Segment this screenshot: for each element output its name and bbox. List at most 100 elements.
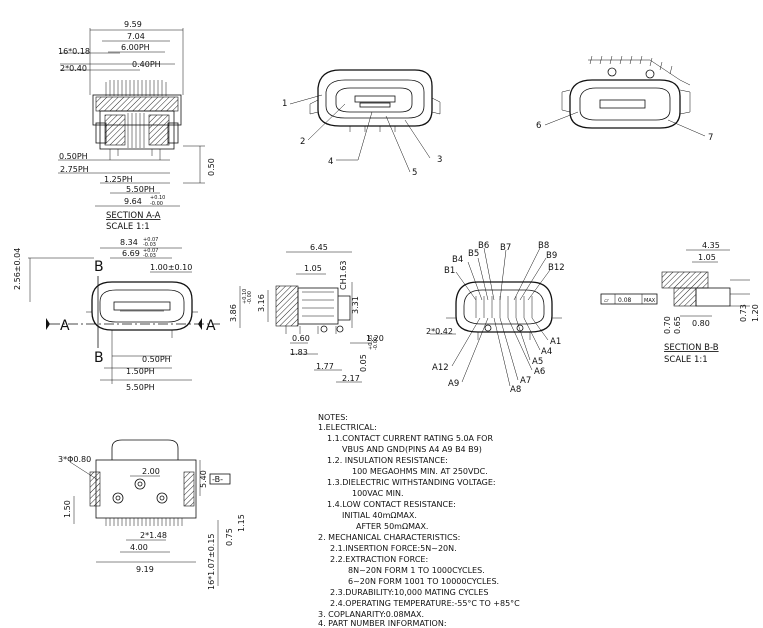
dim-1-77: 1.77 [316,362,334,371]
pin-a4: A4 [541,347,552,357]
dim-0-50: 0.50 [207,158,216,176]
callout-6: 6 [536,121,541,131]
side-view: 6.45 1.05 CH1.63 3.86 +0.10 -0.00 3.16 3… [229,243,384,383]
contact-pins [105,80,167,96]
notes-title: NOTES: [318,413,348,422]
dim-0-60: 0.60 [292,334,310,343]
callout-7: 7 [708,133,713,143]
dim-ch1-63: CH1.63 [339,261,348,290]
note-line: 2.1.INSERTION FORCE:5N~20N. [330,544,457,553]
callout-3: 3 [437,155,442,165]
iso-view-2: 6 7 [536,55,713,143]
dim-0-40ph: 0.40PH [132,60,161,69]
note-line: 100 MEGAOHMS MIN. AT 250VDC. [352,467,488,476]
dim-2-75ph: 2.75PH [60,165,89,174]
pin-a9: A9 [448,379,459,389]
pin-b5: B5 [468,249,479,259]
pin-b1: B1 [444,266,455,276]
section-b-b-scale: SCALE 1:1 [664,355,708,365]
section-mark-b-top: B [94,259,104,275]
dim-2-00: 2.00 [142,467,160,476]
note-line: 1.2. INSULATION RESISTANCE: [327,456,448,465]
section-mark-a-right: A [206,318,216,334]
note-line: 1.4.LOW CONTACT RESISTANCE: [327,500,456,509]
note-line: 100VAC MIN. [352,489,403,498]
dim-3-16: 3.16 [257,294,266,312]
dim-1-50: 1.50 [63,500,72,518]
section-mark-b-bottom: B [94,350,104,366]
note-line: 1.ELECTRICAL: [318,423,377,432]
note-line: 2.2.EXTRACTION FORCE: [330,555,428,564]
tol-0-05-minus: -0.00 [373,337,379,350]
tol-6-69-plus: +0.07 [143,248,158,254]
dim-1-05-b: 1.05 [698,253,716,262]
dim-6-45: 6.45 [310,243,328,252]
note-line: 8N~20N FORM 1 TO 1000CYCLES. [348,566,485,575]
dim-0-73: 0.73 [739,304,748,322]
note-line: 1.3.DIELECTRIC WITHSTANDING VOLTAGE: [327,478,496,487]
pin-b4: B4 [452,255,463,265]
dim-2-56: 2.56±0.04 [13,248,22,290]
dim-4-00: 4.00 [130,543,148,552]
dim-2x1-48: 2*1.48 [140,531,167,540]
dim-4-35: 4.35 [702,241,720,250]
pin-a5: A5 [532,357,543,367]
pin-a7: A7 [520,376,531,386]
callout-5: 5 [412,168,417,178]
dim-0-75: 0.75 [225,528,234,546]
dim-7-04: 7.04 [127,32,145,41]
tol-0-05-plus: +0.05 [368,335,374,350]
dim-1-50ph: 1.50PH [126,367,155,376]
pin-b8: B8 [538,241,549,251]
dim-1-83: 1.83 [290,348,308,357]
dim-0-65: 0.65 [673,316,682,334]
section-a-a-scale: SCALE 1:1 [106,222,150,232]
iso-view-1: 1 2 3 4 5 [282,69,442,178]
dim-6-00ph: 6.00PH [121,43,150,52]
top-left-view: 9.59 7.04 16*0.18 6.00PH 2*0.40 0.40PH 0… [58,20,216,232]
dim-5-40: 5.40 [199,470,208,488]
notes-block: NOTES: 1.ELECTRICAL: 1.1.CONTACT CURRENT… [318,413,520,628]
note-line: 2. MECHANICAL CHARACTERISTICS: [318,533,460,542]
dim-3-86: 3.86 [229,304,238,322]
datum-b: -B- [212,475,223,484]
tol-8-34-plus: +0.07 [143,237,158,243]
tol-plus: +0.10 [150,195,165,201]
note-line: AFTER 50mΩMAX. [356,522,428,531]
tol-6-69-minus: -0.03 [143,253,156,259]
dim-0-05: 0.05 [359,354,368,372]
dim-2x0-40: 2*0.40 [60,64,87,73]
flatness-value: 0.08 [618,297,632,304]
dim-1-25ph: 1.25PH [104,175,133,184]
note-line: 2.4.OPERATING TEMPERATURE:-55°C TO +85°C [330,599,520,608]
section-mark-a-left: A [60,318,70,334]
footprint-view: 3*Φ0.80 2.00 5.40 -B- 1.50 2*1.48 4.00 9… [58,439,246,590]
dim-6-69: 6.69 [122,249,140,258]
dim-9-59: 9.59 [124,20,142,29]
section-a-a-title: SECTION A-A [106,211,161,221]
callout-2: 2 [300,137,305,147]
flatness-symbol: ⏥ [604,297,609,304]
dim-5-50ph: 5.50PH [126,185,155,194]
pin-a8: A8 [510,385,521,395]
note-line: 3. COPLANARITY:0.08MAX. [318,610,424,619]
dim-0-80: 0.80 [692,319,710,328]
pin-b9: B9 [546,251,557,261]
dim-3-31: 3.31 [351,296,360,314]
section-b-view: 4.35 1.05 ⏥ 0.08 MAX 0.80 0.70 0.65 0.73… [600,241,760,365]
callout-1: 1 [282,99,287,109]
dim-0-50ph: 0.50PH [59,152,88,161]
tol-3-86-plus: +0.10 [242,289,248,304]
dim-1-05: 1.05 [304,264,322,273]
pin-a1: A1 [550,337,561,347]
pin-a6: A6 [534,367,545,377]
dim-1-20-b: 1.20 [751,304,760,322]
dim-16x1-07: 16*1.07±0.15 [207,533,216,590]
dim-1-15: 1.15 [237,514,246,532]
pin-b7: B7 [500,243,511,253]
flatness-max: MAX [644,298,656,304]
pin-extra-2x0-42: 2*0.42 [426,327,453,336]
note-line: VBUS AND GND(PINS A4 A9 B4 B9) [342,445,482,454]
note-line: INITIAL 40mΩMAX. [342,511,417,520]
